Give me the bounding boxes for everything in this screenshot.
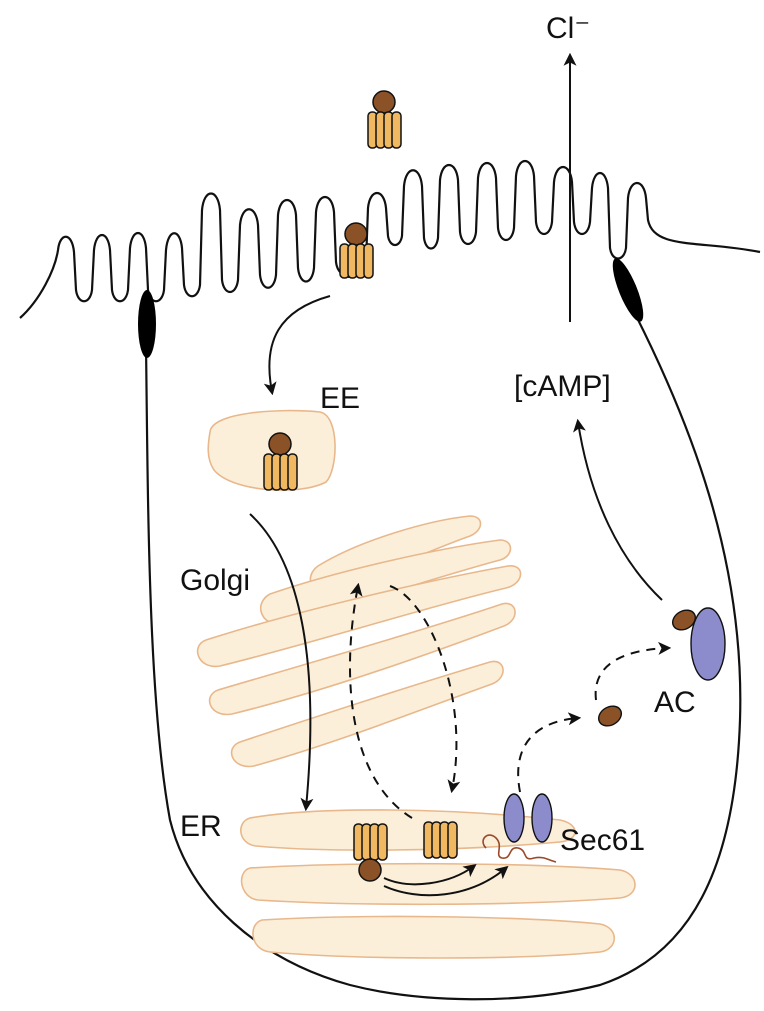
er-label: ER — [180, 810, 222, 843]
chloride-label: Cl⁻ — [546, 12, 590, 45]
golgi-stack — [198, 516, 521, 766]
endocytosis-arrow — [269, 296, 330, 392]
tight-junction-left — [138, 290, 156, 358]
apical-membrane — [20, 161, 760, 318]
a1-subunit-cytosol — [595, 702, 625, 730]
golgi-label: Golgi — [180, 564, 250, 597]
tight-junction-right — [607, 255, 649, 325]
camp-production-arrow — [578, 422, 662, 600]
camp-label: [cAMP] — [514, 370, 611, 403]
ac-label: AC — [654, 686, 696, 719]
sec61-label: Sec61 — [560, 824, 645, 857]
toxin-extracellular — [368, 91, 401, 148]
b-pentamer-in-er — [424, 822, 457, 858]
a1-export-dashed-arrow — [518, 718, 578, 792]
ee-label: EE — [320, 382, 360, 415]
adenylate-cyclase — [691, 608, 725, 680]
